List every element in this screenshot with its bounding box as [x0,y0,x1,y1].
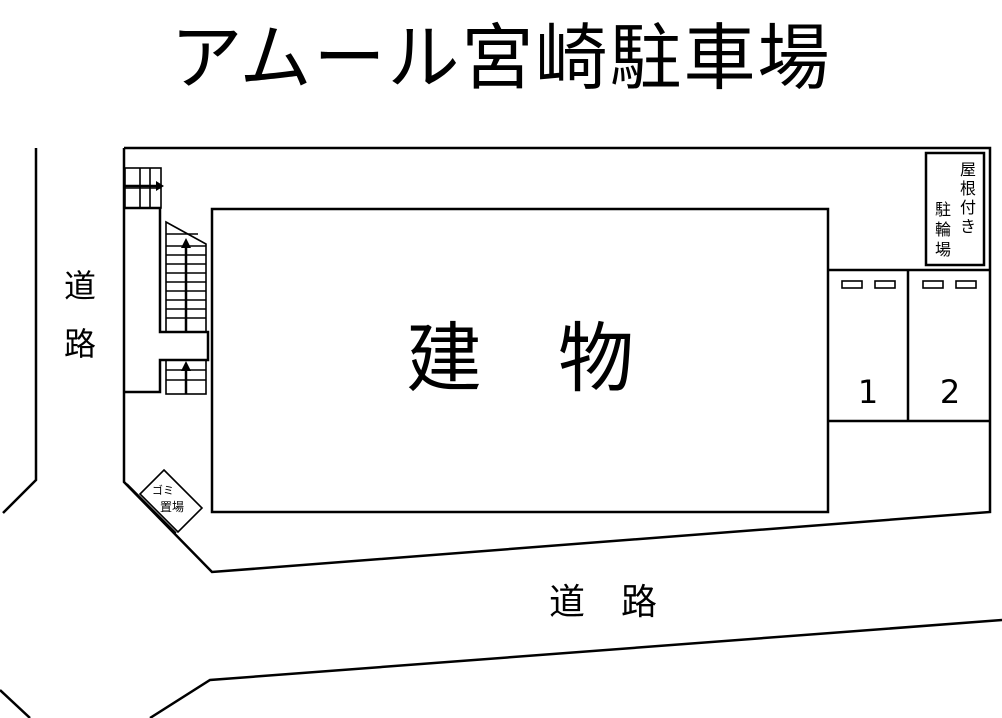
left-road-char-2: 路 [64,325,96,363]
bike-char: 駐 [935,200,951,219]
building-label: 建 物 [406,314,634,403]
bottom-road-label: 道 路 [549,582,657,623]
bicycle-parking: 屋 根 付 き 駐 輪 場 [924,151,986,267]
bike-char: 付 [960,198,976,217]
building [210,207,830,514]
left-road-char-1: 道 [64,267,96,305]
parking-space-2-number: 2 [940,373,960,411]
garbage-label-2: 置場 [160,500,184,514]
parking-spaces: 1 2 [828,268,990,423]
bike-char: 屋 [960,160,976,179]
bike-char: 輪 [935,220,951,239]
parking-space-1-number: 1 [858,373,878,411]
garbage-area: ゴミ 置場 [126,468,204,534]
garbage-label-1: ゴミ [152,483,174,497]
bottom-road-edge [149,618,1002,718]
bike-char: 場 [935,240,951,259]
bike-char: き [960,217,976,236]
left-road-lines [0,148,38,718]
bike-char: 根 [960,179,976,198]
lot-boundary [122,146,992,574]
page-title: アムール宮崎駐車場 [170,16,832,100]
stairs [124,167,210,395]
